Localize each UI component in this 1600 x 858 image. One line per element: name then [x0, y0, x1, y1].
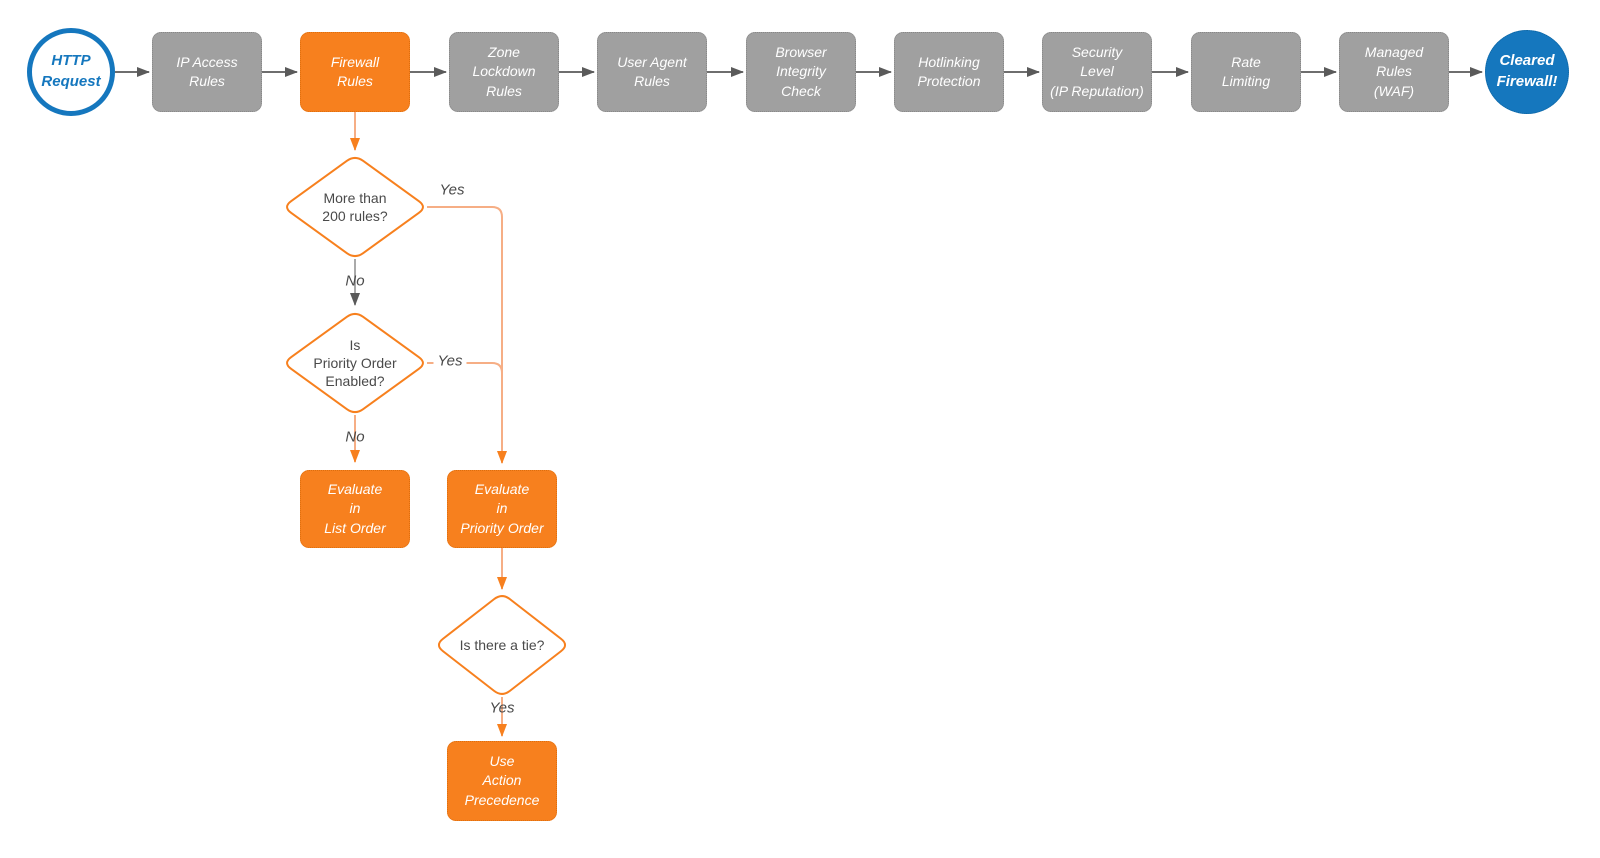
- node-ip-access-rules: IP Access Rules: [152, 32, 262, 112]
- node-managed-rules-waf-label: Managed Rules (WAF): [1364, 44, 1424, 99]
- node-security-level: Security Level (IP Reputation): [1042, 32, 1152, 112]
- node-zone-lockdown-rules-label: Zone Lockdown Rules: [472, 44, 536, 99]
- edge-label-200-rules-yes: Yes: [439, 181, 465, 199]
- connector-decision-200-yes-to-priority-order-box: [427, 206, 507, 464]
- node-firewall-rules-label: Firewall Rules: [330, 53, 380, 89]
- diamond-shape: [437, 595, 567, 695]
- node-browser-integrity-check: Browser Integrity Check: [746, 32, 856, 112]
- node-user-agent-rules-label: User Agent Rules: [617, 53, 687, 89]
- node-firewall-rules: Firewall Rules: [300, 32, 410, 112]
- diamond-shape: [286, 312, 424, 414]
- edge-label-200-rules-no: No: [345, 272, 365, 290]
- edge-label-priority-order-no: No: [345, 428, 365, 446]
- node-http-request-label: HTTP Request: [41, 52, 101, 90]
- node-hotlinking-protection-label: Hotlinking Protection: [917, 53, 981, 89]
- diamond-shape: [286, 156, 424, 258]
- node-rate-limiting-label: Rate Limiting: [1221, 53, 1271, 89]
- node-use-action-precedence-label: Use Action Precedence: [464, 753, 540, 808]
- node-cleared-firewall-label: Cleared Firewall!: [1496, 52, 1558, 90]
- node-zone-lockdown-rules: Zone Lockdown Rules: [449, 32, 559, 112]
- decision-more-than-200-rules: More than 200 rules?: [283, 155, 427, 259]
- node-cleared-firewall: Cleared Firewall!: [1485, 30, 1569, 114]
- edge-label-tie-yes: Yes: [489, 699, 515, 717]
- node-evaluate-list-order-label: Evaluate in List Order: [324, 481, 386, 536]
- connector-decision-priority-yes-join: [427, 362, 503, 374]
- node-evaluate-priority-order-label: Evaluate in Priority Order: [460, 481, 544, 536]
- node-user-agent-rules: User Agent Rules: [597, 32, 707, 112]
- node-evaluate-priority-order: Evaluate in Priority Order: [447, 470, 557, 548]
- node-use-action-precedence: Use Action Precedence: [447, 741, 557, 821]
- node-http-request: HTTP Request: [27, 28, 115, 116]
- node-security-level-label: Security Level (IP Reputation): [1050, 44, 1144, 99]
- decision-is-there-a-tie: Is there a tie?: [435, 593, 569, 697]
- node-hotlinking-protection: Hotlinking Protection: [894, 32, 1004, 112]
- node-browser-integrity-check-label: Browser Integrity Check: [775, 44, 827, 99]
- node-ip-access-rules-label: IP Access Rules: [176, 53, 238, 89]
- decision-priority-order-enabled: Is Priority Order Enabled?: [283, 311, 427, 415]
- node-rate-limiting: Rate Limiting: [1191, 32, 1301, 112]
- node-evaluate-list-order: Evaluate in List Order: [300, 470, 410, 548]
- edge-label-priority-order-yes: Yes: [433, 352, 467, 370]
- node-managed-rules-waf: Managed Rules (WAF): [1339, 32, 1449, 112]
